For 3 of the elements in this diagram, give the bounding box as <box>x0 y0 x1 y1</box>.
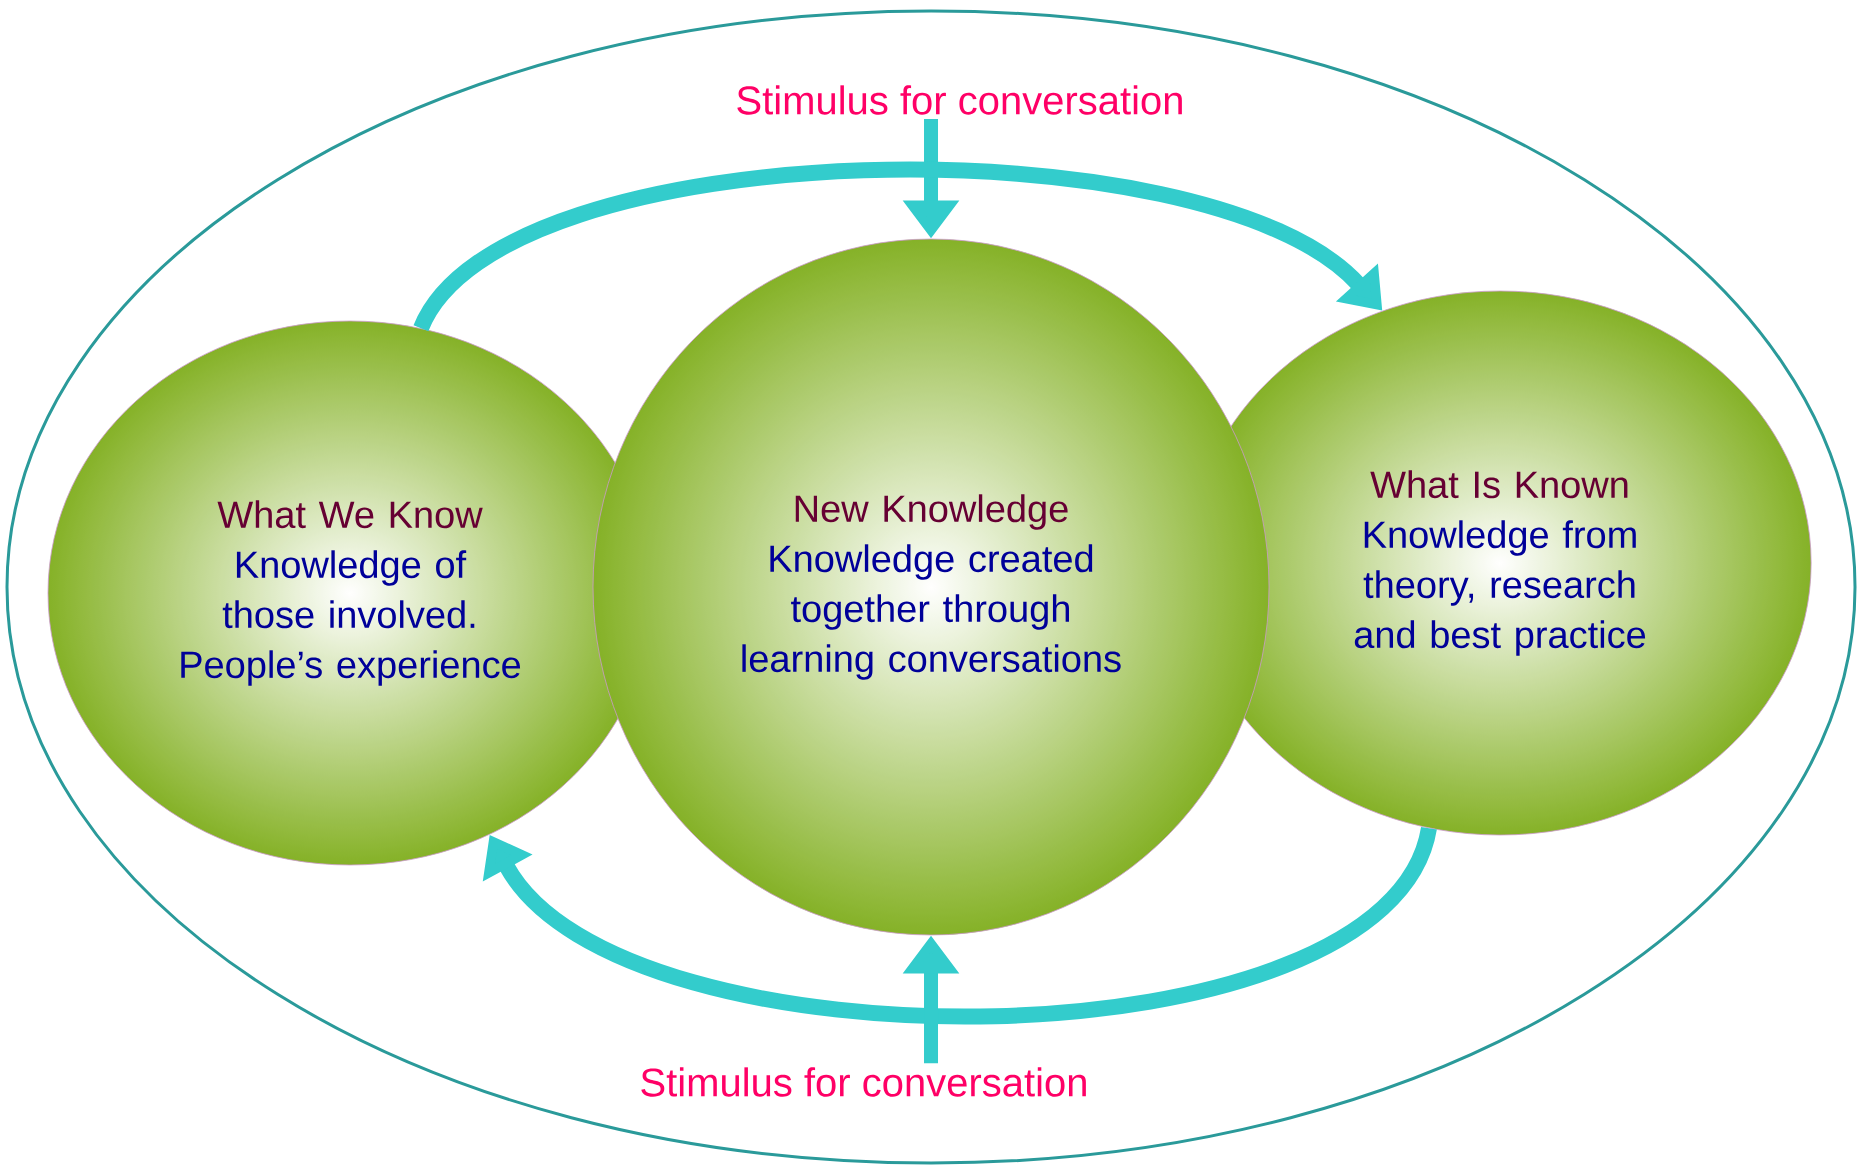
arrow <box>482 825 1437 1024</box>
stimulus-label: Stimulus for conversation <box>641 1067 1086 1097</box>
stimulus-label: Stimulus for conversation <box>737 85 1182 115</box>
